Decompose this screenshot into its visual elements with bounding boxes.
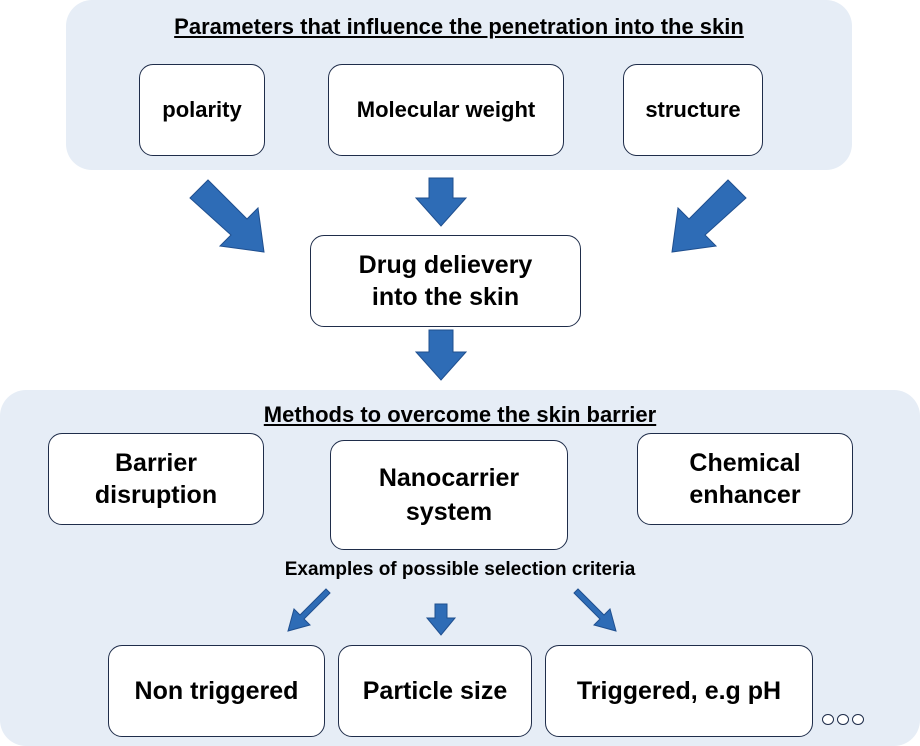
drug-delivery-node: Drug delievery into the skin — [310, 235, 581, 327]
criterion-particle-size: Particle size — [338, 645, 532, 737]
arrow-polarity-to-delivery — [189, 179, 265, 253]
criteria-caption: Examples of possible selection criteria — [284, 559, 636, 580]
parameter-polarity: polarity — [139, 64, 265, 156]
method-nanocarrier-system: Nanocarrier system — [330, 440, 568, 550]
ellipsis-dot — [837, 714, 849, 725]
nanocarrier-line-2: system — [405, 498, 493, 526]
chemical-line-1: Chemical — [689, 449, 801, 477]
three-circles-icon — [822, 714, 864, 725]
ellipsis-dot — [822, 714, 834, 725]
arrow-delivery-to-methods — [414, 329, 468, 381]
criterion-non-triggered: Non triggered — [108, 645, 325, 737]
barrier-line-1: Barrier — [115, 449, 197, 477]
method-chemical-enhancer: Chemical enhancer — [637, 433, 853, 525]
arrow-to-triggered — [573, 588, 617, 632]
arrow-to-particle-size — [425, 603, 457, 636]
drug-delivery-line-2: into the skin — [371, 283, 520, 311]
methods-heading: Methods to overcome the skin barrier — [263, 402, 657, 427]
arrow-weight-to-delivery — [414, 177, 468, 227]
arrow-to-non-triggered — [287, 588, 331, 632]
method-barrier-disruption: Barrier disruption — [48, 433, 264, 525]
arrow-structure-to-delivery — [671, 179, 747, 253]
criterion-triggered: Triggered, e.g pH — [545, 645, 813, 737]
parameter-molecular-weight: Molecular weight — [328, 64, 564, 156]
barrier-line-2: disruption — [94, 481, 218, 509]
nanocarrier-line-1: Nanocarrier — [378, 464, 520, 492]
chemical-line-2: enhancer — [689, 481, 801, 509]
parameters-heading: Parameters that influence the penetratio… — [174, 14, 744, 39]
ellipsis-dot — [852, 714, 864, 725]
drug-delivery-line-1: Drug delievery — [358, 251, 533, 279]
parameter-structure: structure — [623, 64, 763, 156]
